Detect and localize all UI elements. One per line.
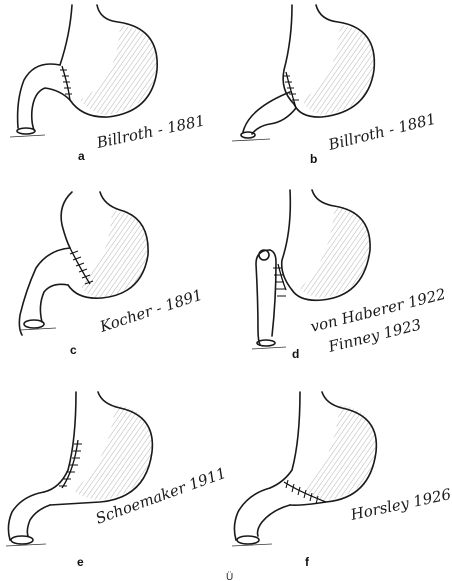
panel-letter-c: c (70, 343, 77, 357)
panel-f: Horsley 1926 f (232, 392, 452, 569)
surgeon-label-f: Horsley 1926 (348, 485, 452, 524)
panel-letter-e: e (77, 555, 84, 569)
panel-c: Kocher - 1891 c (19, 192, 204, 357)
panel-a: Billroth - 1881 a (10, 5, 207, 163)
surgeon-label-a: Billroth - 1881 (94, 111, 206, 152)
panel-letter-b: b (310, 152, 317, 166)
panel-d: von Haberer 1922 Finney 1923 d (252, 190, 447, 361)
surgeon-label-b: Billroth - 1881 (326, 110, 438, 154)
panel-letter-a: a (78, 149, 85, 163)
suture-stitches-b (283, 76, 299, 100)
footer-mark: Ü (226, 571, 233, 581)
suture-stitches-a (60, 70, 72, 94)
panel-e: Schoemaker 1911 e (6, 392, 229, 569)
panel-b: Billroth - 1881 b (232, 5, 438, 166)
panel-letter-f: f (305, 555, 310, 569)
panel-letter-d: d (292, 347, 299, 361)
